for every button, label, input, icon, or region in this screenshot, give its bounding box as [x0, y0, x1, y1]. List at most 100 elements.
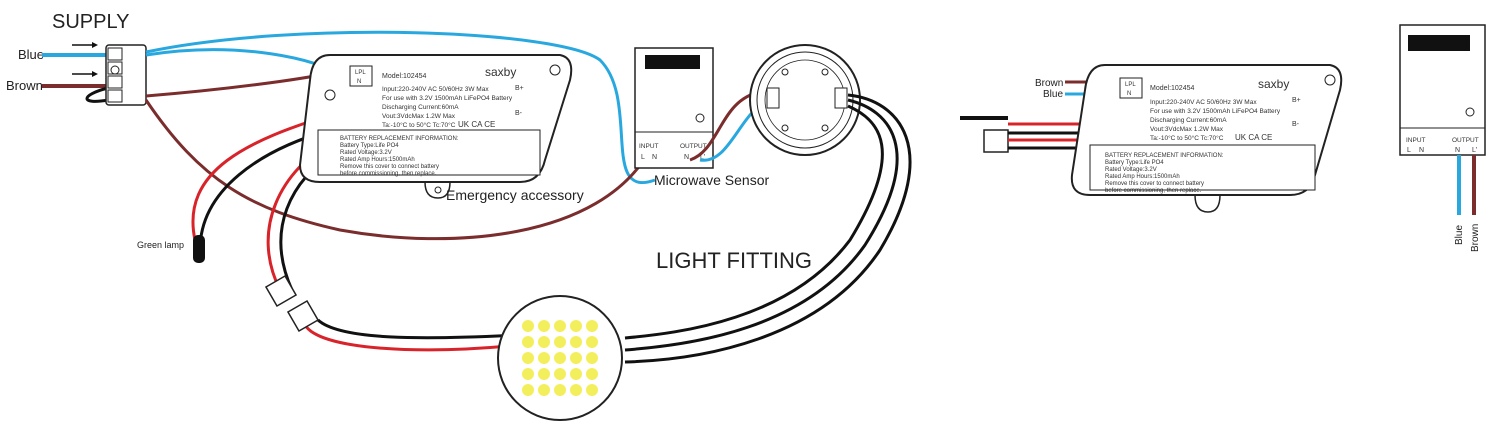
light-fitting-label: LIGHT FITTING	[656, 248, 812, 273]
sensor-n-out: N	[684, 154, 689, 161]
module-batt-title: BATTERY REPLACEMENT INFORMATION:	[340, 136, 459, 142]
module2-ta: Ta:-10°C to 50°C Tc:70°C	[1150, 134, 1224, 142]
module-vout: Vout:3VdcMax 1.2W Max	[382, 113, 456, 120]
dip-switch	[645, 55, 700, 69]
supply-label: SUPPLY	[52, 11, 129, 33]
terminal-block	[105, 44, 147, 106]
sensor-output-label: OUTPUT	[680, 143, 707, 150]
led-dot	[554, 352, 566, 364]
sensor-l: L	[641, 154, 645, 161]
green-lamp-label: Green lamp	[137, 240, 184, 250]
module2-model: Model:102454	[1150, 85, 1194, 92]
supply-loop-wire	[85, 86, 109, 103]
right-blue-label: Blue	[1043, 89, 1063, 100]
module-batt-amp: Rated Amp Hours:1500mAh	[340, 157, 415, 163]
led-dot	[586, 336, 598, 348]
right-connector	[983, 129, 1009, 153]
module2-vout: Vout:3VdcMax 1.2W Max	[1150, 126, 1224, 133]
module-model: Model:102454	[382, 73, 426, 80]
module2-lpl: LPL	[1125, 82, 1136, 88]
led-dot	[522, 336, 534, 348]
module2-discharging: Discharging Current:60mA	[1150, 117, 1227, 124]
module2-batt-voltage: Rated Voltage:3.2V	[1105, 167, 1157, 173]
led-dot	[570, 368, 582, 380]
led-dot	[554, 384, 566, 396]
sensor2-l-out: L'	[1472, 147, 1477, 154]
sensor2-n: N	[1419, 147, 1424, 154]
module2-tag-b-minus: B-	[1292, 121, 1300, 128]
led-dot	[570, 336, 582, 348]
sensor2-l: L	[1407, 147, 1411, 154]
arrow-icon	[72, 42, 98, 77]
module-tag-b-plus: B+	[515, 85, 524, 92]
sensor-n: N	[652, 154, 657, 161]
green-lamp	[193, 235, 205, 263]
module-battery-use: For use with 3.2V 1500mAh LiFePO4 Batter…	[382, 95, 513, 102]
fitting-wire-2	[624, 98, 899, 352]
led-dot	[570, 384, 582, 396]
microwave-sensor	[634, 47, 714, 169]
sensor2-blue-label: Blue	[1454, 225, 1465, 245]
led-dot	[554, 320, 566, 332]
module-batt-remove1: Remove this cover to connect battery	[340, 164, 439, 170]
sensor-input-label: INPUT	[639, 143, 659, 150]
module-marks: UK CA CE	[458, 120, 495, 129]
led-dot	[586, 352, 598, 364]
module-batt-type: Battery Type:Life PO4	[340, 143, 399, 149]
module-batt-voltage: Rated Voltage:3.2V	[340, 150, 392, 156]
round-junction-box	[749, 44, 861, 156]
module-n: N	[357, 79, 361, 85]
led-dot	[586, 384, 598, 396]
emergency-accessory-label: Emergency accessory	[446, 187, 584, 203]
module2-brand: saxby	[1258, 77, 1289, 91]
module2-batt-amp: Rated Amp Hours:1500mAh	[1105, 174, 1180, 180]
led-dot	[522, 352, 534, 364]
module2-input: Input:220-240V AC 50/60Hz 3W Max	[1150, 99, 1257, 106]
led-dot	[538, 352, 550, 364]
led-dot	[570, 320, 582, 332]
led-dot	[538, 320, 550, 332]
module-ta: Ta:-10°C to 50°C Tc:70°C	[382, 121, 456, 129]
sensor2-output-label: OUTPUT	[1452, 137, 1479, 144]
led-dot	[554, 336, 566, 348]
brown-wire-module	[145, 70, 336, 98]
led-light-fitting	[497, 295, 623, 421]
module-input: Input:220-240V AC 50/60Hz 3W Max	[382, 86, 489, 93]
led-dot	[538, 336, 550, 348]
wire-connector	[264, 274, 320, 333]
sensor2-input-label: INPUT	[1406, 137, 1426, 144]
emergency-module-right	[1070, 64, 1343, 213]
microwave-sensor-right	[1399, 24, 1486, 156]
sensor-l-out: L'	[700, 154, 705, 161]
led-dot	[586, 368, 598, 380]
led-dot	[538, 368, 550, 380]
blue-wire-sensor	[145, 30, 656, 184]
module2-batt-type: Battery Type:Life PO4	[1105, 160, 1164, 166]
fitting-wire-1	[624, 93, 912, 364]
brown-wire-loop	[144, 99, 652, 241]
module-batt-remove2: before commissioning, then replace.	[340, 171, 437, 177]
module-discharging: Discharging Current:60mA	[382, 104, 459, 111]
module2-battery-use: For use with 3.2V 1500mAh LiFePO4 Batter…	[1150, 108, 1281, 115]
module2-batt-remove1: Remove this cover to connect battery	[1105, 181, 1204, 187]
led-dot	[570, 352, 582, 364]
module2-tag-b-plus: B+	[1292, 97, 1301, 104]
module2-batt-title: BATTERY REPLACEMENT INFORMATION:	[1105, 153, 1224, 159]
module-lpl: LPL	[355, 70, 366, 76]
right-brown-label: Brown	[1035, 78, 1063, 89]
led-dot	[522, 368, 534, 380]
sensor-brown-out	[689, 90, 761, 162]
emergency-module	[298, 54, 573, 199]
led-dot	[522, 384, 534, 396]
module-tag-b-minus: B-	[515, 110, 523, 117]
blue-label: Blue	[18, 47, 44, 62]
sensor2-n-out: N	[1455, 147, 1460, 154]
red-wire-led-2	[303, 324, 521, 352]
led-dot	[538, 384, 550, 396]
brown-label: Brown	[6, 78, 43, 93]
module2-marks: UK CA CE	[1235, 133, 1272, 142]
black-wire-led-2	[316, 318, 521, 340]
red-wire-lamp	[191, 113, 331, 241]
led-dot	[554, 368, 566, 380]
